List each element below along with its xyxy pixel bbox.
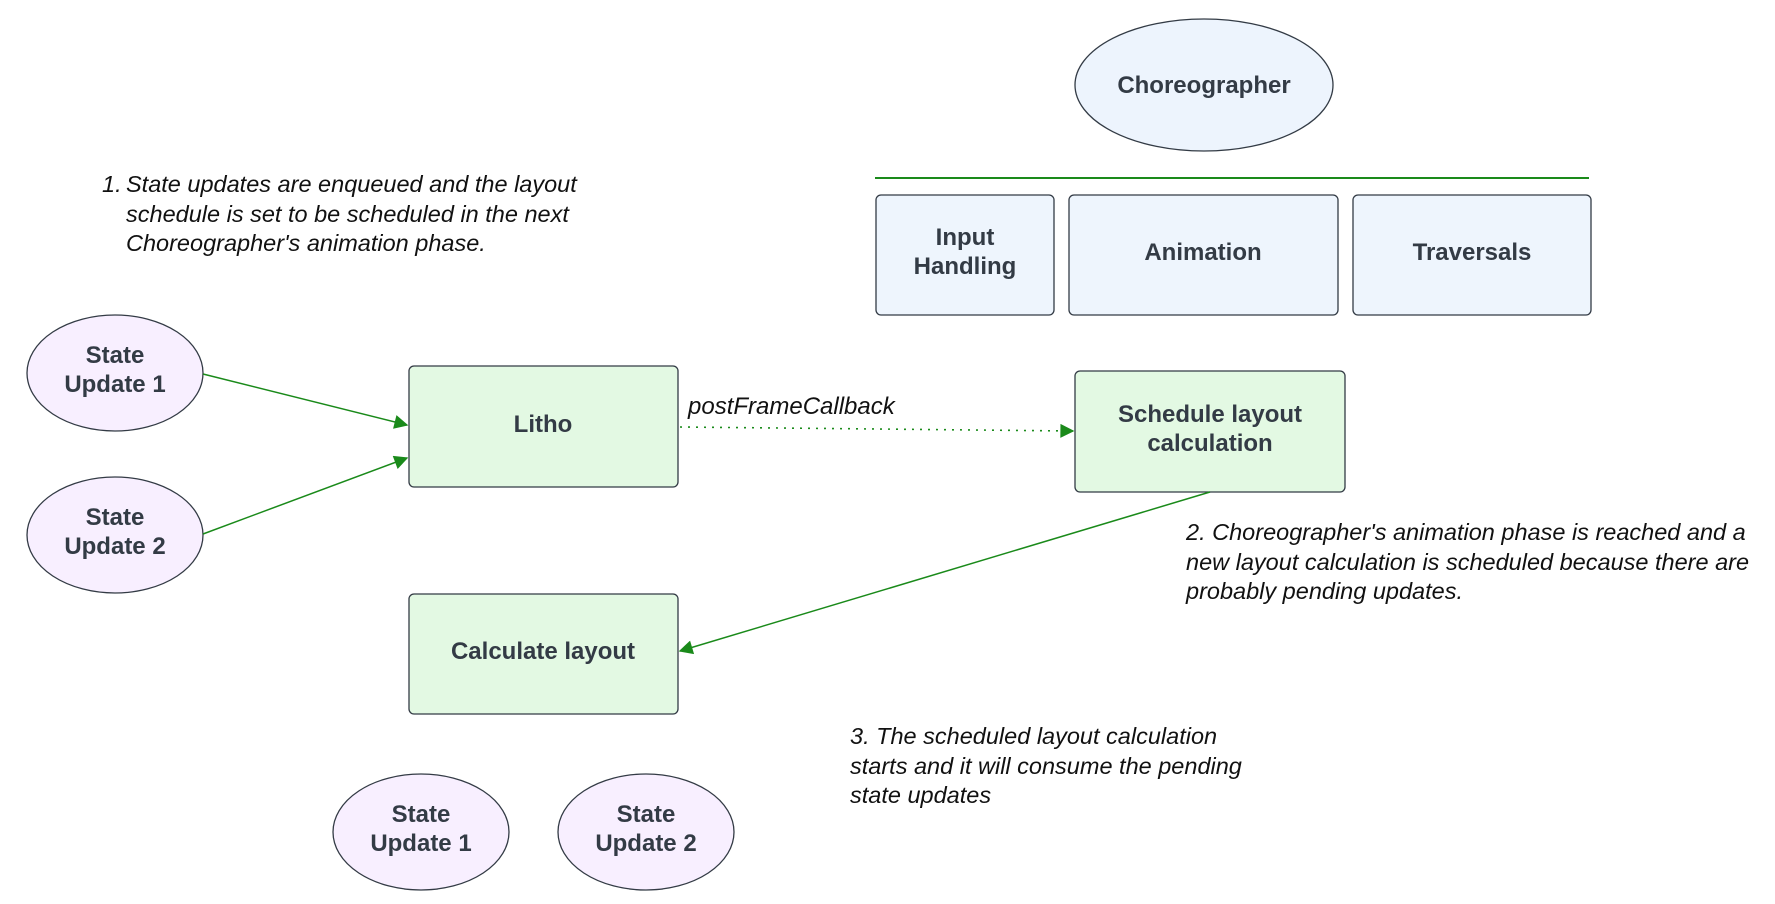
animation-label: Animation	[1144, 239, 1261, 266]
traversals-node: Traversals	[1352, 194, 1592, 316]
traversals-label: Traversals	[1413, 239, 1532, 266]
note-2: 2. Choreographer's animation phase is re…	[1186, 519, 1750, 604]
note-1: 1. State updates are enqueued and the la…	[102, 170, 642, 259]
state-update-1-bottom-label-line1: State	[392, 801, 451, 828]
choreographer-node: Choreographer	[1074, 18, 1334, 152]
arrow-schedule-to-calculate	[678, 491, 1211, 655]
state-update-2-node: State Update 2	[26, 476, 204, 594]
note-3: 3. The scheduled layout calculation star…	[850, 723, 1242, 808]
state-update-2-bottom-node: State Update 2	[557, 773, 735, 891]
calculate-layout-node: Calculate layout	[408, 593, 679, 715]
arrow-litho-to-schedule-dotted	[679, 423, 1075, 438]
state-update-1-bottom-label-line2: Update 1	[370, 830, 471, 857]
animation-node: Animation	[1068, 194, 1339, 316]
schedule-layout-label-line1: Schedule layout	[1118, 401, 1302, 428]
litho-label: Litho	[514, 411, 573, 438]
litho-node: Litho	[408, 365, 679, 488]
state-update-1-bottom-node: State Update 1	[332, 773, 510, 891]
state-update-2-label-line2: Update 2	[64, 533, 165, 560]
state-update-2-label-line1: State	[86, 504, 145, 531]
state-update-1-node: State Update 1	[26, 314, 204, 432]
schedule-layout-node: Schedule layout calculation	[1074, 370, 1346, 493]
state-update-1-label-line2: Update 1	[64, 371, 165, 398]
state-update-2-bottom-label-line1: State	[617, 801, 676, 828]
calculate-layout-label: Calculate layout	[451, 638, 635, 665]
input-handling-label-line2: Handling	[914, 253, 1017, 280]
post-frame-callback-label: postFrameCallback	[687, 393, 897, 420]
input-handling-node: Input Handling	[875, 194, 1055, 316]
note-1-number: 1.	[102, 171, 122, 197]
state-update-2-bottom-label-line2: Update 2	[595, 830, 696, 857]
schedule-layout-label-line2: calculation	[1147, 430, 1272, 457]
choreographer-label: Choreographer	[1117, 72, 1290, 99]
state-update-1-label-line1: State	[86, 342, 145, 369]
input-handling-label-line1: Input	[936, 224, 995, 251]
arrow-state-update-1-to-litho	[202, 373, 409, 429]
note-1-text: State updates are enqueued and the layou…	[126, 171, 577, 256]
arrow-state-update-2-to-litho	[202, 455, 409, 535]
